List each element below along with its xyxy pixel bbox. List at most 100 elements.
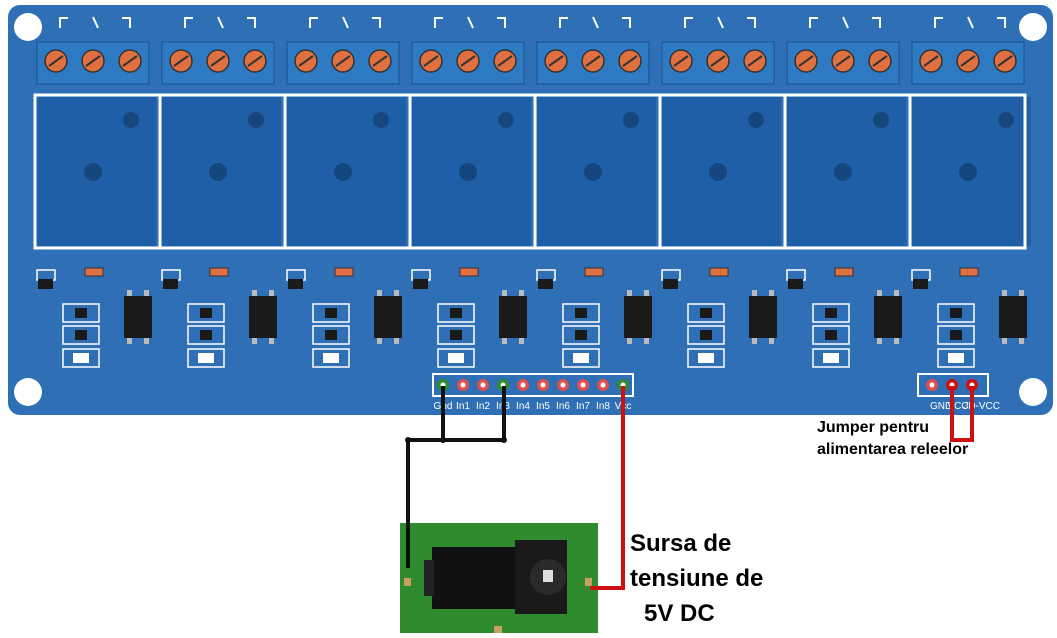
smd-component [950, 308, 962, 318]
relay-channel-8 [908, 16, 1031, 368]
resistor [334, 267, 354, 277]
smd-component [575, 308, 587, 318]
optocoupler-pin [769, 338, 774, 344]
component-outline [562, 303, 600, 323]
optocoupler-pin [269, 338, 274, 344]
optocoupler-pin [252, 290, 257, 296]
component-outline [687, 303, 725, 323]
smd-component [575, 330, 587, 340]
power-source-annotation: Sursa de tensiune de 5V DC [630, 526, 763, 631]
screw-slot [497, 55, 513, 67]
relay-hole [748, 112, 764, 128]
led [73, 353, 89, 363]
vcc-wire [590, 386, 625, 590]
led-outline [437, 348, 475, 368]
smd-component [325, 330, 337, 340]
optocoupler-pin [752, 338, 757, 344]
screw-slot [747, 55, 763, 67]
relay-channel-6 [658, 16, 781, 368]
led-outline [62, 348, 100, 368]
optocoupler [999, 296, 1027, 338]
no-mark [434, 17, 443, 28]
optocoupler [749, 296, 777, 338]
optocoupler-pin [894, 290, 899, 296]
com-mark [342, 16, 349, 29]
nc-mark [622, 17, 631, 28]
relay-hole [623, 112, 639, 128]
optocoupler-pin [394, 290, 399, 296]
dc-jack-side [424, 560, 434, 596]
jumper-pin-label: JD-VCC [963, 401, 1000, 412]
screw-slot [923, 55, 939, 67]
relay-channel-2 [158, 16, 281, 368]
no-mark [934, 17, 943, 28]
led-outline [187, 348, 225, 368]
led-outline [812, 348, 850, 368]
optocoupler-pin [894, 338, 899, 344]
wire-joint [405, 437, 411, 443]
gnd-wire [406, 386, 445, 568]
transistor [538, 279, 553, 289]
optocoupler-pin [769, 290, 774, 296]
optocoupler-pin [127, 290, 132, 296]
transistor [288, 279, 303, 289]
mounting-hole [1019, 13, 1047, 41]
mounting-hole [14, 13, 42, 41]
power-pad [404, 578, 411, 586]
relay-hole [709, 163, 727, 181]
optocoupler-pin [1019, 290, 1024, 296]
jumper-pin-label: VCC [947, 401, 968, 412]
relay-hole [834, 163, 852, 181]
component-outline [62, 303, 100, 323]
resistor [834, 267, 854, 277]
dc-jack-pin [543, 570, 553, 582]
transistor [163, 279, 178, 289]
nc-mark [497, 17, 506, 28]
header-pin-hole [580, 382, 586, 388]
header-pin-hole [480, 382, 486, 388]
led-outline [562, 348, 600, 368]
screw-slot [548, 55, 564, 67]
screw-slot [622, 55, 638, 67]
header-pin-hole [540, 382, 546, 388]
led [573, 353, 589, 363]
relay-hole [248, 112, 264, 128]
no-mark [559, 17, 568, 28]
optocoupler [624, 296, 652, 338]
led [323, 353, 339, 363]
com-mark [217, 16, 224, 29]
optocoupler-pin [252, 338, 257, 344]
smd-component [450, 330, 462, 340]
optocoupler-pin [644, 338, 649, 344]
relay-channel-7 [783, 16, 906, 368]
component-outline [687, 325, 725, 345]
optocoupler-pin [627, 290, 632, 296]
transistor [38, 279, 53, 289]
header-pin-label: In2 [476, 401, 490, 412]
optocoupler [499, 296, 527, 338]
mounting-hole [14, 378, 42, 406]
com-mark [842, 16, 849, 29]
nc-mark [122, 17, 131, 28]
optocoupler-pin [627, 338, 632, 344]
optocoupler-pin [377, 338, 382, 344]
header-pin-hole [520, 382, 526, 388]
smd-component [200, 330, 212, 340]
power-pad [494, 626, 502, 633]
screw-slot [372, 55, 388, 67]
jumper-pin-hole [929, 382, 935, 388]
resistor [209, 267, 229, 277]
resistor [459, 267, 479, 277]
optocoupler-pin [144, 338, 149, 344]
header-pin-label: In6 [556, 401, 570, 412]
power-source-line-1: Sursa de [630, 530, 732, 557]
relay-hole [123, 112, 139, 128]
relay-channels [36, 16, 1031, 368]
mounting-hole [1019, 378, 1047, 406]
jumper-pin-label: GND [930, 401, 952, 412]
screw-slot [298, 55, 314, 67]
led-outline [937, 348, 975, 368]
header-pin-label: In1 [456, 401, 470, 412]
optocoupler-pin [1002, 290, 1007, 296]
